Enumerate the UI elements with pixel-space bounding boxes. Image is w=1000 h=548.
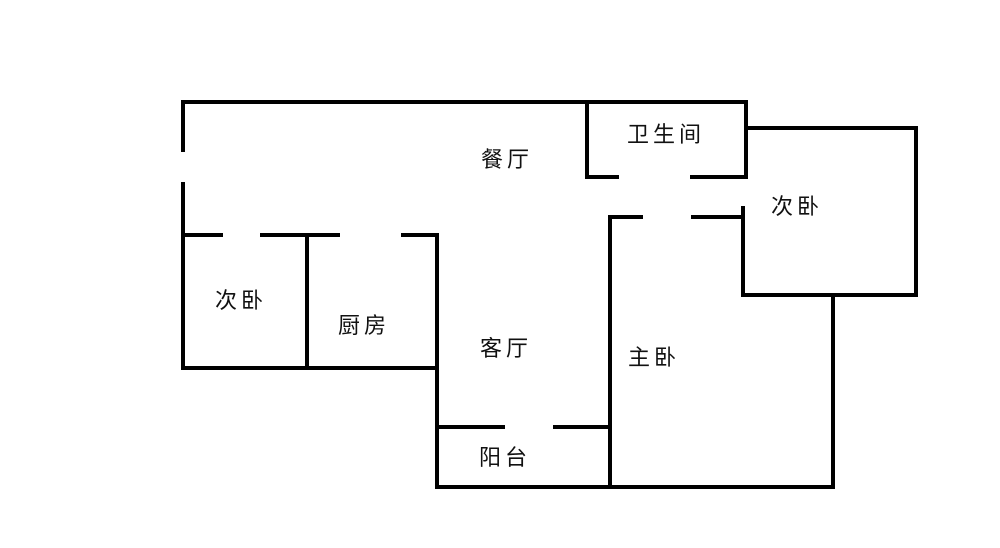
room-label-kitchen: 厨房 bbox=[337, 314, 391, 339]
room-label-bathroom: 卫生间 bbox=[626, 123, 706, 148]
room-label-balcony: 阳台 bbox=[478, 446, 532, 471]
room-label-living: 客厅 bbox=[479, 337, 533, 362]
room-label-second-bedroom-left: 次卧 bbox=[214, 289, 268, 314]
second-bedroom-outer-wall bbox=[741, 126, 918, 297]
walls bbox=[181, 100, 918, 489]
bathroom-left-wall bbox=[585, 100, 619, 179]
outer-wall-left bbox=[181, 182, 439, 370]
left-rooms-top-wall-3 bbox=[401, 233, 439, 489]
master-bedroom-right-bottom bbox=[435, 293, 835, 489]
room-label-second-bedroom-right: 次卧 bbox=[770, 195, 824, 220]
room-label-dining: 餐厅 bbox=[480, 148, 534, 173]
room-label-master-bedroom: 主卧 bbox=[627, 346, 681, 371]
outer-wall-top-left bbox=[181, 100, 748, 152]
master-bedroom-top-left bbox=[608, 215, 643, 489]
